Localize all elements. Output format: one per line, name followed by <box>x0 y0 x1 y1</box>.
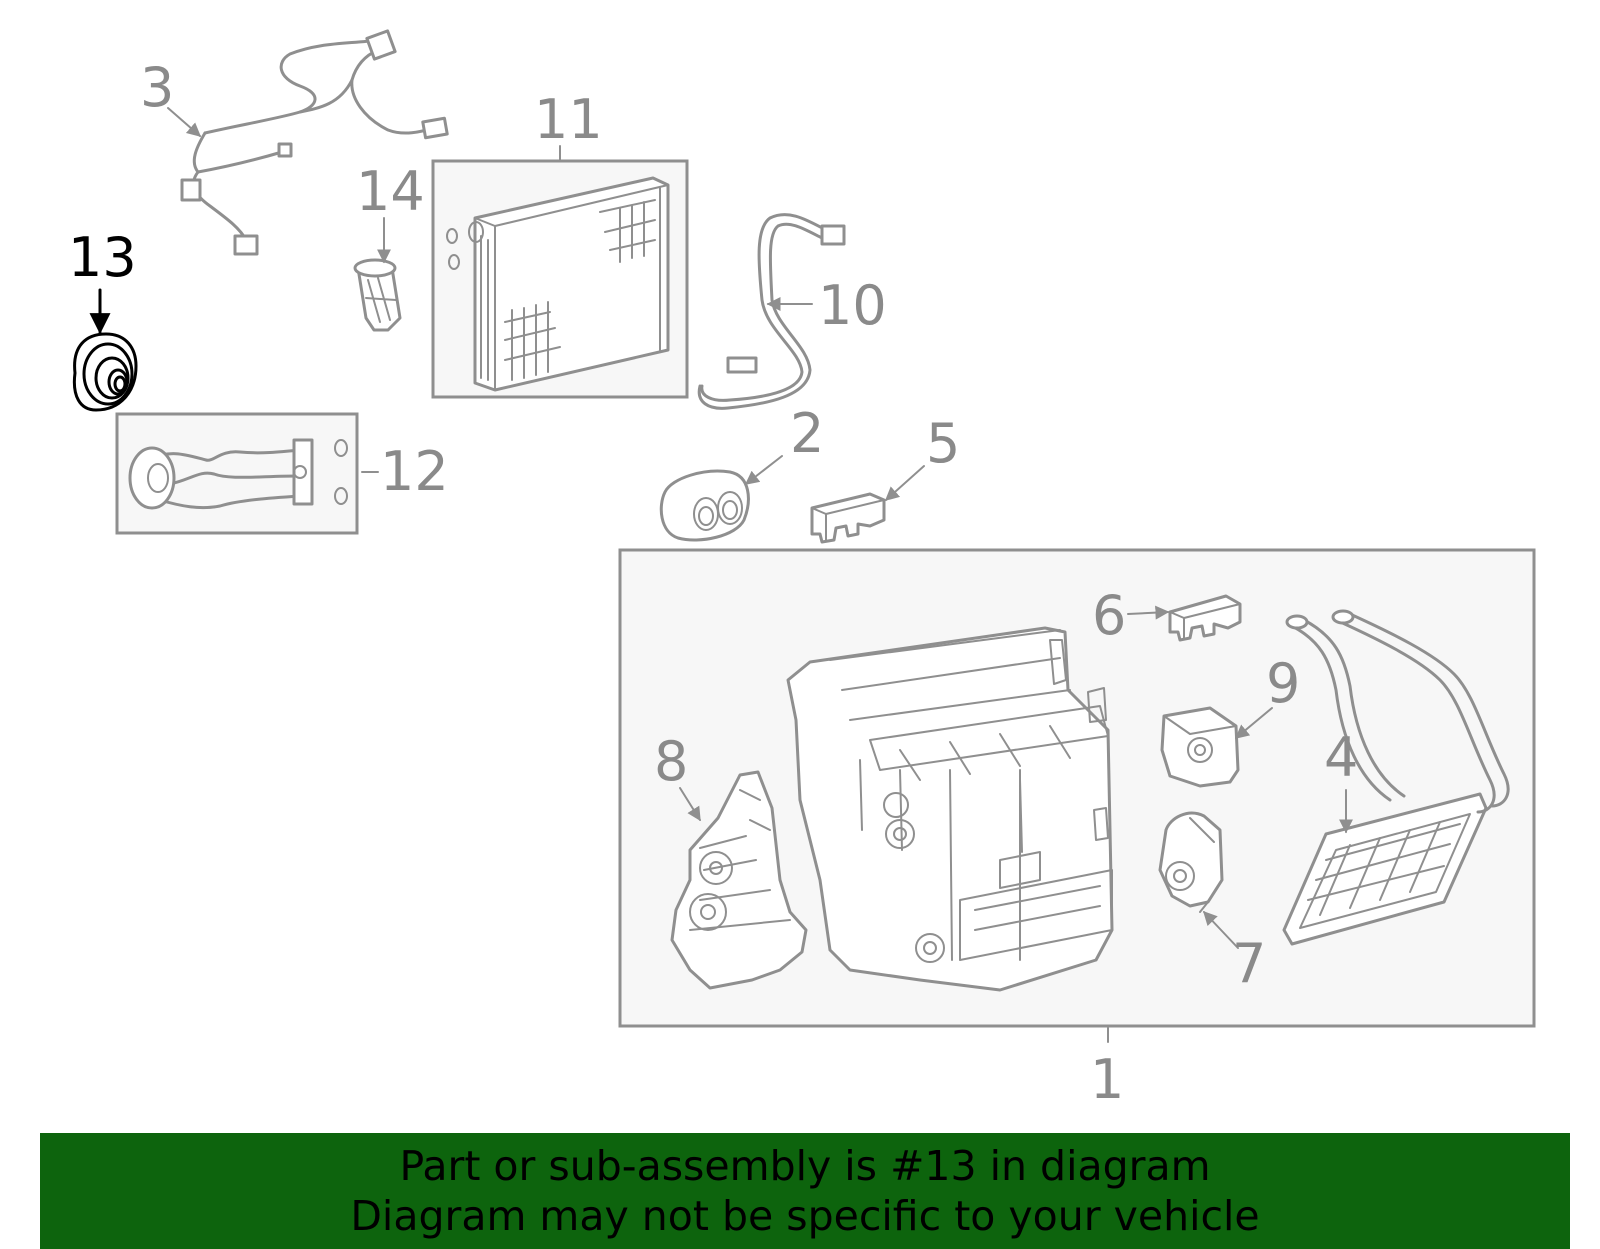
callouts: 3 11 14 13 10 2 5 12 6 9 8 4 7 1 <box>68 56 1358 1111</box>
callout-11: 11 <box>534 88 603 151</box>
callout-5: 5 <box>926 412 960 475</box>
part-2-seal[interactable] <box>659 469 750 542</box>
callout-9: 9 <box>1266 652 1300 715</box>
leader-lines <box>89 107 1353 1043</box>
part-12-pipe[interactable] <box>115 412 359 535</box>
part-13-grommet[interactable] <box>72 332 138 412</box>
callout-7: 7 <box>1232 932 1266 995</box>
part-7-actuator[interactable] <box>1158 811 1224 913</box>
info-banner: Part or sub-assembly is #13 in diagram D… <box>40 1133 1570 1249</box>
callout-8: 8 <box>654 730 688 793</box>
hvac-case <box>786 626 1114 992</box>
part-6-bracket[interactable] <box>1168 594 1242 642</box>
part-8-side-unit[interactable] <box>670 770 808 990</box>
part-14-valve[interactable] <box>353 258 402 332</box>
callout-6: 6 <box>1092 584 1126 647</box>
part-10-sensor-wire[interactable] <box>697 213 846 410</box>
callout-2: 2 <box>790 402 824 465</box>
part-9-actuator[interactable] <box>1160 706 1240 788</box>
part-3-wire-harness[interactable] <box>180 29 449 256</box>
callout-1: 1 <box>1090 1048 1124 1111</box>
callout-12: 12 <box>380 440 449 503</box>
callout-4: 4 <box>1324 726 1358 789</box>
banner-line-1: Part or sub-assembly is #13 in diagram <box>399 1142 1211 1190</box>
part-11-evaporator[interactable] <box>431 159 689 399</box>
callout-10: 10 <box>818 274 887 337</box>
part-4-heater-core[interactable] <box>1282 609 1510 946</box>
callout-14: 14 <box>356 160 425 223</box>
callout-13: 13 <box>68 226 137 289</box>
callout-3: 3 <box>140 56 174 119</box>
part-5-bracket[interactable] <box>810 492 886 544</box>
banner-line-2: Diagram may not be specific to your vehi… <box>350 1192 1260 1240</box>
